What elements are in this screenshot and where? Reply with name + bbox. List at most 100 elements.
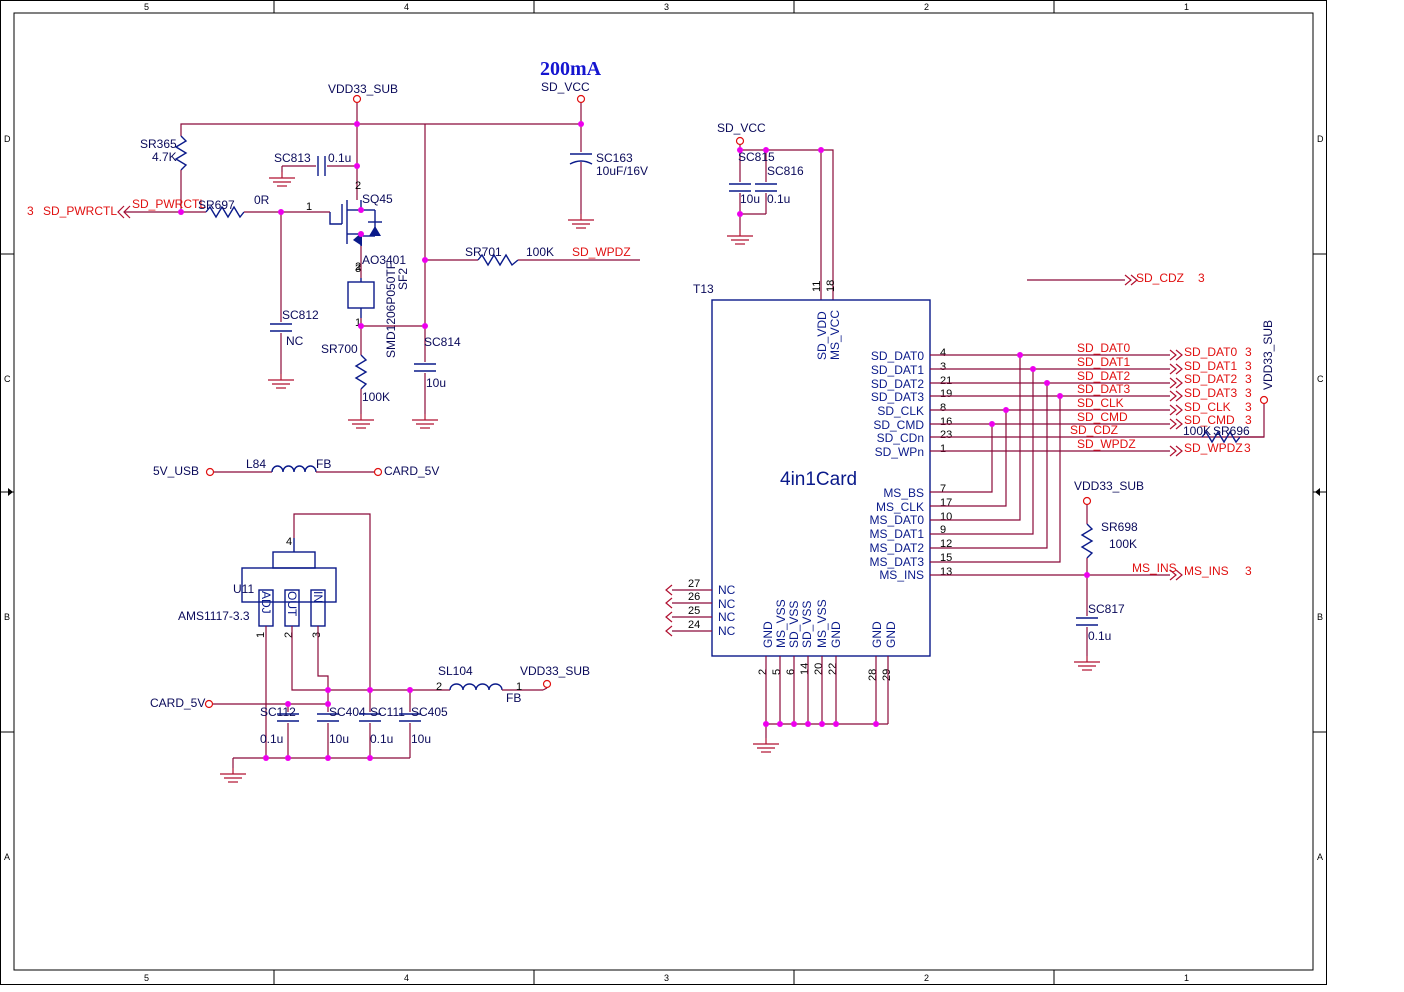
- sd-net-label: SD_DAT3: [1077, 382, 1130, 396]
- sc817-ref: SC817: [1088, 602, 1125, 616]
- gnd-pin-name: GND: [870, 621, 884, 648]
- sd-port-sheet: 3: [1245, 345, 1252, 359]
- gnd-pin-name: MS_VSS: [815, 599, 829, 648]
- sd-port-sheet: 3: [1245, 386, 1252, 400]
- l84-value: FB: [316, 457, 331, 471]
- t13-pin-name: MS_INS: [879, 568, 924, 582]
- sq45-part: AO3401: [362, 253, 406, 267]
- u11-ref: U11: [233, 582, 254, 596]
- t13-pin-name: MS_DAT0: [870, 513, 925, 527]
- row-label: C: [1317, 374, 1324, 384]
- sd-port-labels: SD_DAT0 3 SD_DAT1 3 SD_DAT2 3 SD_DAT3 3 …: [1184, 345, 1252, 455]
- t13-pin-num: 7: [940, 483, 946, 495]
- border-column-labels-top: 5 4 3 2 1: [144, 2, 1189, 12]
- power-switch-section: VDD33_SUB SD_VCC SR365 4.7K SC813 0.1u 2…: [27, 80, 648, 429]
- sf2-pin-2: 2: [355, 261, 361, 273]
- sd-pwrctl-port-sheet: 3: [27, 204, 34, 218]
- u11-pin-1: 1: [255, 632, 267, 638]
- l84-ref: L84: [246, 457, 266, 471]
- sq45-pin-g: 1: [306, 201, 312, 213]
- sd-port-label: SD_DAT3: [1184, 386, 1237, 400]
- gnd-pin-num: 14: [799, 663, 811, 675]
- vdd33-sub-label: VDD33_SUB: [328, 82, 398, 96]
- sc112-value: 0.1u: [260, 732, 283, 746]
- t13-pin-name: SD_DAT0: [871, 349, 924, 363]
- sc812-ref: SC812: [282, 308, 319, 322]
- gnd-pin-name: MS_VSS: [774, 599, 788, 648]
- sd-pwrctl-net: SD_PWRCTL: [132, 197, 206, 211]
- column-label: 2: [924, 973, 929, 983]
- row-label: A: [1317, 852, 1323, 862]
- row-label: C: [4, 374, 11, 384]
- t13-pin-sd-vdd-name: SD_VDD: [815, 311, 829, 360]
- sd-net-label: SD_DAT2: [1077, 369, 1130, 383]
- t13-pin-name: MS_DAT1: [870, 527, 925, 541]
- card-title: 4in1Card: [780, 469, 857, 490]
- column-label: 4: [404, 2, 409, 12]
- border-row-labels-right: D C B A: [1317, 134, 1324, 862]
- ms-signal-wires: [930, 352, 1170, 576]
- sd-net-label: SD_WPDZ: [1077, 437, 1136, 451]
- sq45-ref: SQ45: [362, 192, 393, 206]
- sl104-ref: SL104: [438, 664, 473, 678]
- t13-pin-num: 9: [940, 524, 946, 536]
- sd-cdz-port: SD_CDZ: [1136, 271, 1184, 285]
- t13-pin-name: SD_CLK: [877, 404, 924, 418]
- nc-pin-name: NC: [718, 597, 736, 611]
- t13-pin-name: SD_DAT3: [871, 390, 924, 404]
- sc815-value: 10u: [740, 192, 760, 206]
- sd-port-label: SD_DAT1: [1184, 359, 1237, 373]
- u11-pin-2: 2: [283, 632, 295, 638]
- nc-pin-num: 25: [688, 605, 700, 617]
- row-label: B: [4, 612, 10, 622]
- gnd-pin-num: 2: [757, 669, 769, 675]
- sc814-value: 10u: [426, 376, 446, 390]
- t13-pin-name: MS_BS: [883, 486, 924, 500]
- sd-net-labels: SD_DAT0 SD_DAT1 SD_DAT2 SD_DAT3 SD_CLK S…: [1070, 341, 1136, 451]
- sd-vcc-label: SD_VCC: [541, 80, 590, 94]
- t13-pin-name: SD_DAT1: [871, 363, 924, 377]
- vdd33-sub-out-label: VDD33_SUB: [520, 664, 590, 678]
- column-label: 1: [1184, 973, 1189, 983]
- sc112-ref: SC112: [260, 705, 296, 719]
- sd-pin-names: SD_DAT0 SD_DAT1 SD_DAT2 SD_DAT3 SD_CLK S…: [870, 349, 925, 582]
- border-column-labels-bottom: 5 4 3 2 1: [144, 973, 1189, 983]
- sd-port-label: SD_DAT2: [1184, 372, 1237, 386]
- gnd-pin-num: 6: [785, 669, 797, 675]
- t13-pin-name: SD_DAT2: [871, 377, 924, 391]
- usb-5v-label: 5V_USB: [153, 464, 199, 478]
- column-label: 5: [144, 973, 149, 983]
- sr365-ref: SR365: [140, 137, 177, 151]
- ferrite-l84: 5V_USB CARD_5V L84 FB: [153, 457, 439, 478]
- u11-part: AMS1117-3.3: [178, 609, 250, 623]
- card-sd-vcc-label: SD_VCC: [717, 121, 766, 135]
- t13-pin-num: 13: [940, 566, 952, 578]
- sf2-ref: SF2: [396, 268, 410, 290]
- nc-pin-name: NC: [718, 624, 736, 638]
- t13-pin-name: SD_CDn: [877, 431, 924, 445]
- sc404-ref: SC404: [329, 705, 366, 719]
- sd-port-label: SD_CLK: [1184, 400, 1231, 414]
- column-label: 3: [664, 2, 669, 12]
- sd-net-label: SD_CDZ: [1070, 423, 1118, 437]
- sd-net-label: SD_CMD: [1077, 410, 1128, 424]
- t13-pin-name: MS_DAT2: [870, 541, 925, 555]
- sr696-value: 100K: [1183, 424, 1211, 438]
- gnd-pin-num: 29: [881, 669, 893, 681]
- t13-pin-num: 21: [940, 375, 952, 387]
- t13-pin-num: 15: [940, 552, 952, 564]
- card-5v-label: CARD_5V: [384, 464, 439, 478]
- ms-ins-vdd-label: VDD33_SUB: [1074, 479, 1144, 493]
- column-label: 4: [404, 973, 409, 983]
- t13-pin-name: SD_WPn: [875, 445, 924, 459]
- t13-pin-num: 1: [940, 443, 946, 455]
- sd-port-sheet: 3: [1245, 372, 1252, 386]
- t13-pin-num: 16: [940, 416, 952, 428]
- column-label: 2: [924, 2, 929, 12]
- sr696-ref: SR696: [1213, 424, 1250, 438]
- sd-cdz-port-sheet: 3: [1198, 271, 1205, 285]
- ground-pins: GND MS_VSS SD_VSS SD_VSS MS_VSS GND GND …: [752, 599, 898, 753]
- column-label: 1: [1184, 2, 1189, 12]
- border-row-labels-left: D C B A: [4, 134, 11, 862]
